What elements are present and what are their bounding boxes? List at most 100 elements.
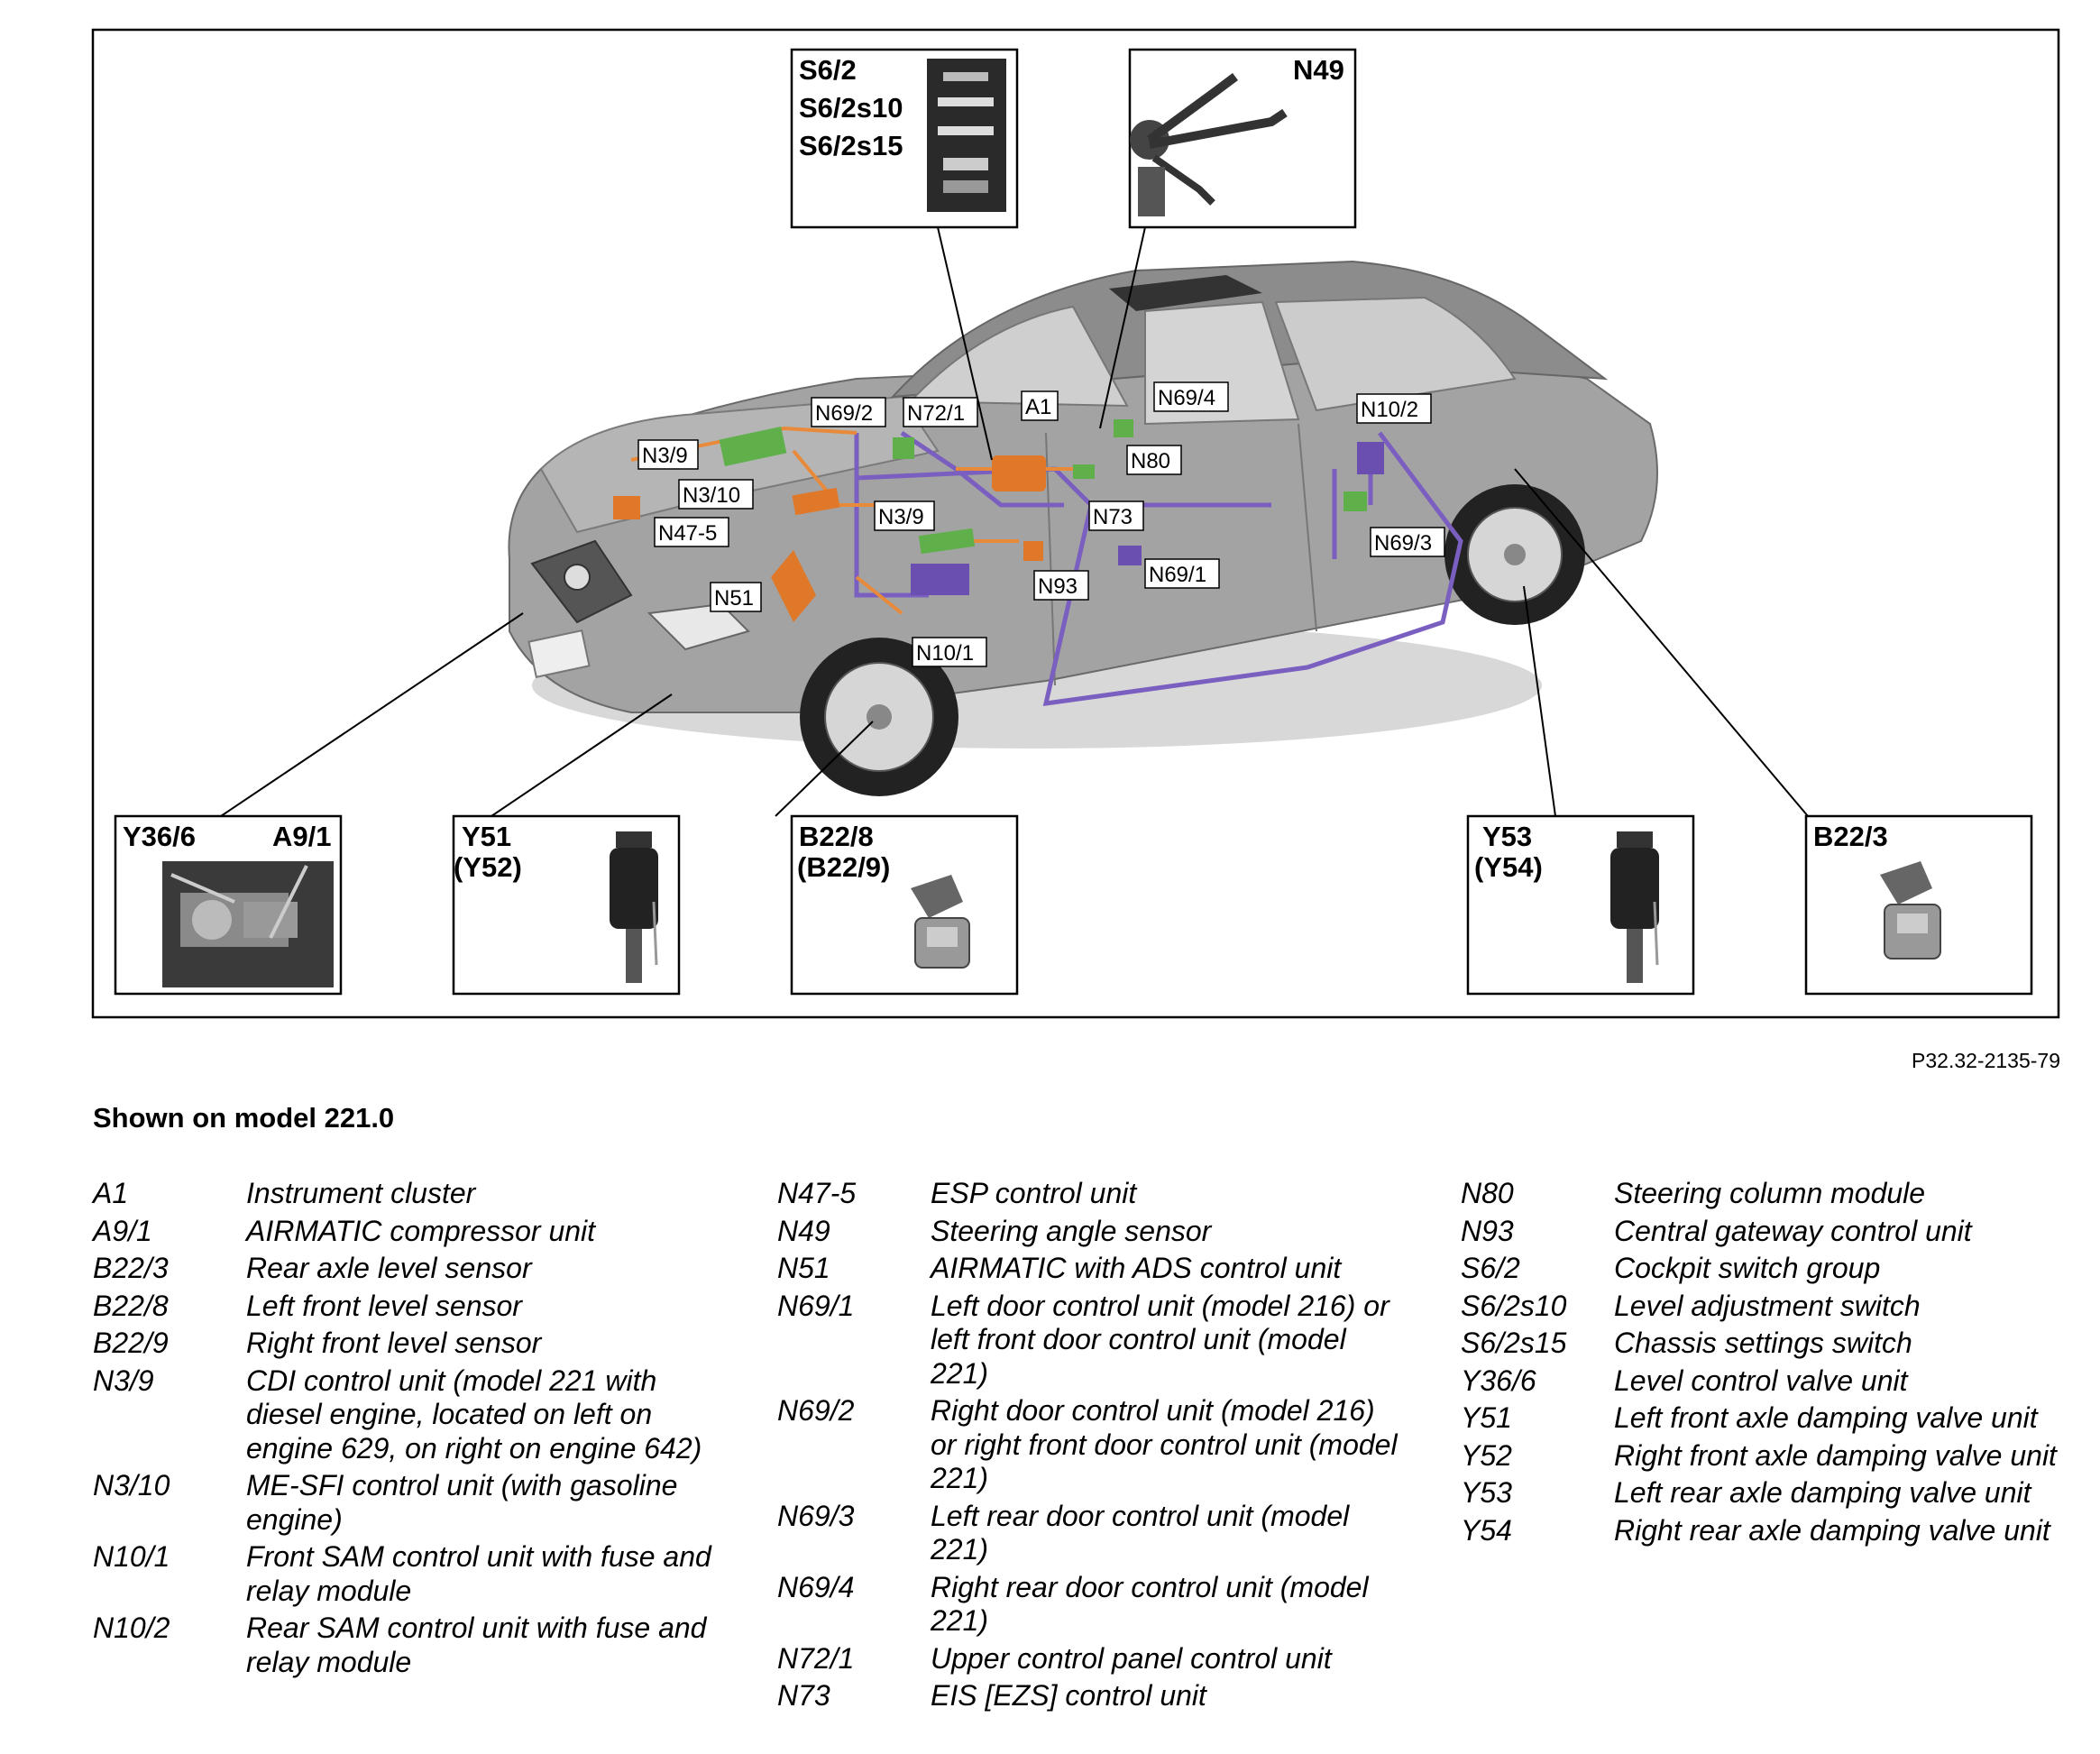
- legend-description: Level adjustment switch: [1614, 1289, 1921, 1322]
- leader-lines: [220, 226, 1809, 817]
- legend-item: N3/10 ME-SFI control unit (with gasoline …: [93, 1469, 724, 1537]
- car-label-n47-5: N47-5: [658, 521, 717, 546]
- legend-code: B22/3: [93, 1252, 169, 1284]
- legend-description: ESP control unit: [931, 1177, 1137, 1209]
- callout-n49: N49: [1128, 48, 1357, 229]
- callout-y36-6-label-2: A9/1: [272, 821, 331, 852]
- car-label-n69-2: N69/2: [815, 401, 873, 426]
- legend-item: N69/1 Left door control unit (model 216) …: [777, 1290, 1408, 1391]
- steering-angle-sensor-picture: [1130, 73, 1288, 216]
- callout-y53-label-1: Y53: [1482, 821, 1532, 852]
- legend-code: N47-5: [777, 1177, 857, 1209]
- callout-y51-label-1: Y51: [462, 821, 511, 852]
- legend-description: Rear axle level sensor: [246, 1252, 532, 1284]
- legend-description: Level control valve unit: [1614, 1364, 1908, 1397]
- legend-description: AIRMATIC with ADS control unit: [931, 1252, 1342, 1284]
- legend-code: N72/1: [777, 1641, 855, 1675]
- cockpit-switch-picture: [927, 59, 1006, 212]
- callout-b22-3: B22/3: [1804, 814, 2033, 996]
- legend-code: N93: [1461, 1214, 1514, 1247]
- legend-code: S6/2s15: [1461, 1327, 1567, 1359]
- callout-b22-8-label-2: (B22/9): [797, 851, 890, 883]
- legend-code: Y54: [1461, 1513, 1512, 1547]
- compressor-unit-picture: [162, 861, 334, 987]
- legend-description: Steering column module: [1614, 1177, 1926, 1209]
- legend-description: Left front level sensor: [246, 1289, 522, 1322]
- legend-code: A1: [93, 1177, 129, 1209]
- legend-description: Cockpit switch group: [1614, 1252, 1881, 1284]
- component-locator-figure: S6/2 S6/2s10 S6/2s15 N49 N69/2 N72/1 A1: [91, 28, 2060, 1019]
- legend-code: Y53: [1461, 1476, 1512, 1509]
- legend-description: Right front level sensor: [246, 1327, 542, 1359]
- legend-description: Instrument cluster: [246, 1177, 476, 1209]
- legend-code: N69/4: [777, 1570, 855, 1603]
- legend-code: N3/10: [93, 1469, 170, 1501]
- legend-description: AIRMATIC compressor unit: [246, 1214, 596, 1247]
- legend-code: N69/1: [777, 1289, 855, 1322]
- legend-description: Upper control panel control unit: [931, 1641, 1332, 1675]
- car-label-a1: A1: [1025, 395, 1051, 419]
- car-illustration: [508, 260, 1658, 796]
- legend-description: Left front axle damping valve unit: [1614, 1401, 2038, 1434]
- legend-description: Left door control unit (model 216) or le…: [931, 1289, 1389, 1390]
- callout-n49-label: N49: [1293, 54, 1344, 86]
- legend-code: Y51: [1461, 1401, 1512, 1434]
- legend-code: N51: [777, 1252, 830, 1284]
- car-label-n80: N80: [1131, 449, 1170, 473]
- legend-code: Y36/6: [1461, 1364, 1536, 1397]
- car-label-n51: N51: [714, 586, 754, 611]
- legend-description: Rear SAM control unit with fuse and rela…: [246, 1612, 707, 1678]
- callout-b22-8-label-1: B22/8: [799, 821, 874, 852]
- car-label-n3-9-b: N3/9: [878, 505, 924, 529]
- car-label-n93: N93: [1038, 574, 1078, 599]
- callout-s6-2-label-2: S6/2s10: [799, 92, 903, 124]
- legend-code: N49: [777, 1214, 830, 1247]
- legend-description: Right rear door control unit (model 221): [931, 1570, 1369, 1638]
- figure-caption: Shown on model 221.0: [93, 1102, 395, 1134]
- legend-item: N69/4 Right rear door control unit (model…: [777, 1571, 1408, 1639]
- legend-code: S6/2s10: [1461, 1289, 1567, 1322]
- car-label-n3-9-a: N3/9: [642, 444, 688, 468]
- callout-y51: Y51 (Y52): [452, 814, 681, 996]
- car-label-n10-1: N10/1: [916, 641, 974, 666]
- legend-description: Right front axle damping valve unit: [1614, 1438, 2057, 1472]
- legend-description: Central gateway control unit: [1614, 1214, 1972, 1247]
- callout-b22-3-label: B22/3: [1813, 821, 1888, 852]
- level-sensor-rear-picture: [1880, 861, 1941, 960]
- legend-description: EIS [EZS] control unit: [931, 1679, 1206, 1712]
- legend-description: Right door control unit (model 216) or r…: [931, 1394, 1398, 1494]
- car-label-n72-1: N72/1: [907, 401, 965, 426]
- legend-item: N93 Central gateway control unit: [1461, 1215, 2092, 1249]
- car-label-n10-2: N10/2: [1361, 398, 1418, 422]
- legend-code: N3/9: [93, 1364, 154, 1397]
- callout-s6-2-label-1: S6/2: [799, 54, 857, 86]
- legend-item: S6/2 Cockpit switch group: [1461, 1252, 2092, 1286]
- legend-description: ME-SFI control unit (with gasoline engin…: [246, 1469, 678, 1536]
- legend-item: Y36/6 Level control valve unit: [1461, 1364, 2092, 1399]
- legend-item: N47-5 ESP control unit: [777, 1177, 1408, 1211]
- legend-description: Left rear axle damping valve unit: [1614, 1476, 2031, 1509]
- legend-item: Y53 Left rear axle damping valve unit: [1461, 1476, 2092, 1511]
- legend-description: Steering angle sensor: [931, 1214, 1212, 1247]
- car-label-n69-3: N69/3: [1374, 531, 1432, 556]
- legend-code: S6/2: [1461, 1252, 1520, 1284]
- legend-item: N49 Steering angle sensor: [777, 1215, 1408, 1249]
- legend-item: N51 AIRMATIC with ADS control unit: [777, 1252, 1408, 1286]
- car-label-n73: N73: [1093, 505, 1133, 529]
- damping-valve-front-picture: [610, 831, 658, 983]
- car-labels: N69/2 N72/1 A1 N69/4 N10/2 N3/9 N80 N3/1…: [637, 381, 1445, 667]
